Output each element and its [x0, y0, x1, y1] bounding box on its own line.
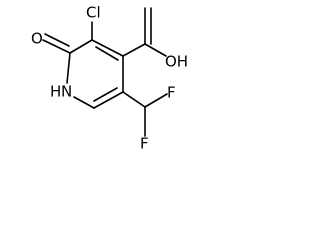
- bond-cooh-oh: [144, 43, 167, 57]
- bond-c3-c4: [91, 39, 124, 57]
- bond-chf2-f-top: [144, 93, 168, 108]
- atom-label-f-top: F: [167, 84, 176, 102]
- bond-c5-c6: [93, 91, 124, 109]
- bond-c5-chf2: [122, 91, 146, 108]
- bond-c2-c3: [69, 39, 93, 54]
- atom-label-cl: Cl: [86, 4, 101, 22]
- bond-c6-n1: [73, 96, 95, 109]
- bond-c3-c4-double: [95, 46, 119, 61]
- atom-label-o-ketone: O: [31, 30, 43, 48]
- bond-c4-cooh: [122, 43, 146, 57]
- chemical-structure: Cl O OH H N F F: [31, 4, 188, 153]
- bond-c2-o-double: [44, 33, 70, 47]
- atom-label-f-bottom: F: [140, 135, 149, 153]
- atom-label-n: N: [61, 83, 72, 101]
- atom-label-oh: OH: [165, 53, 188, 71]
- bond-c5-c6-double: [93, 87, 118, 102]
- bond-c2-o: [42, 39, 71, 54]
- atom-label-h: H: [50, 83, 61, 101]
- bond-n1-c2: [66, 52, 71, 84]
